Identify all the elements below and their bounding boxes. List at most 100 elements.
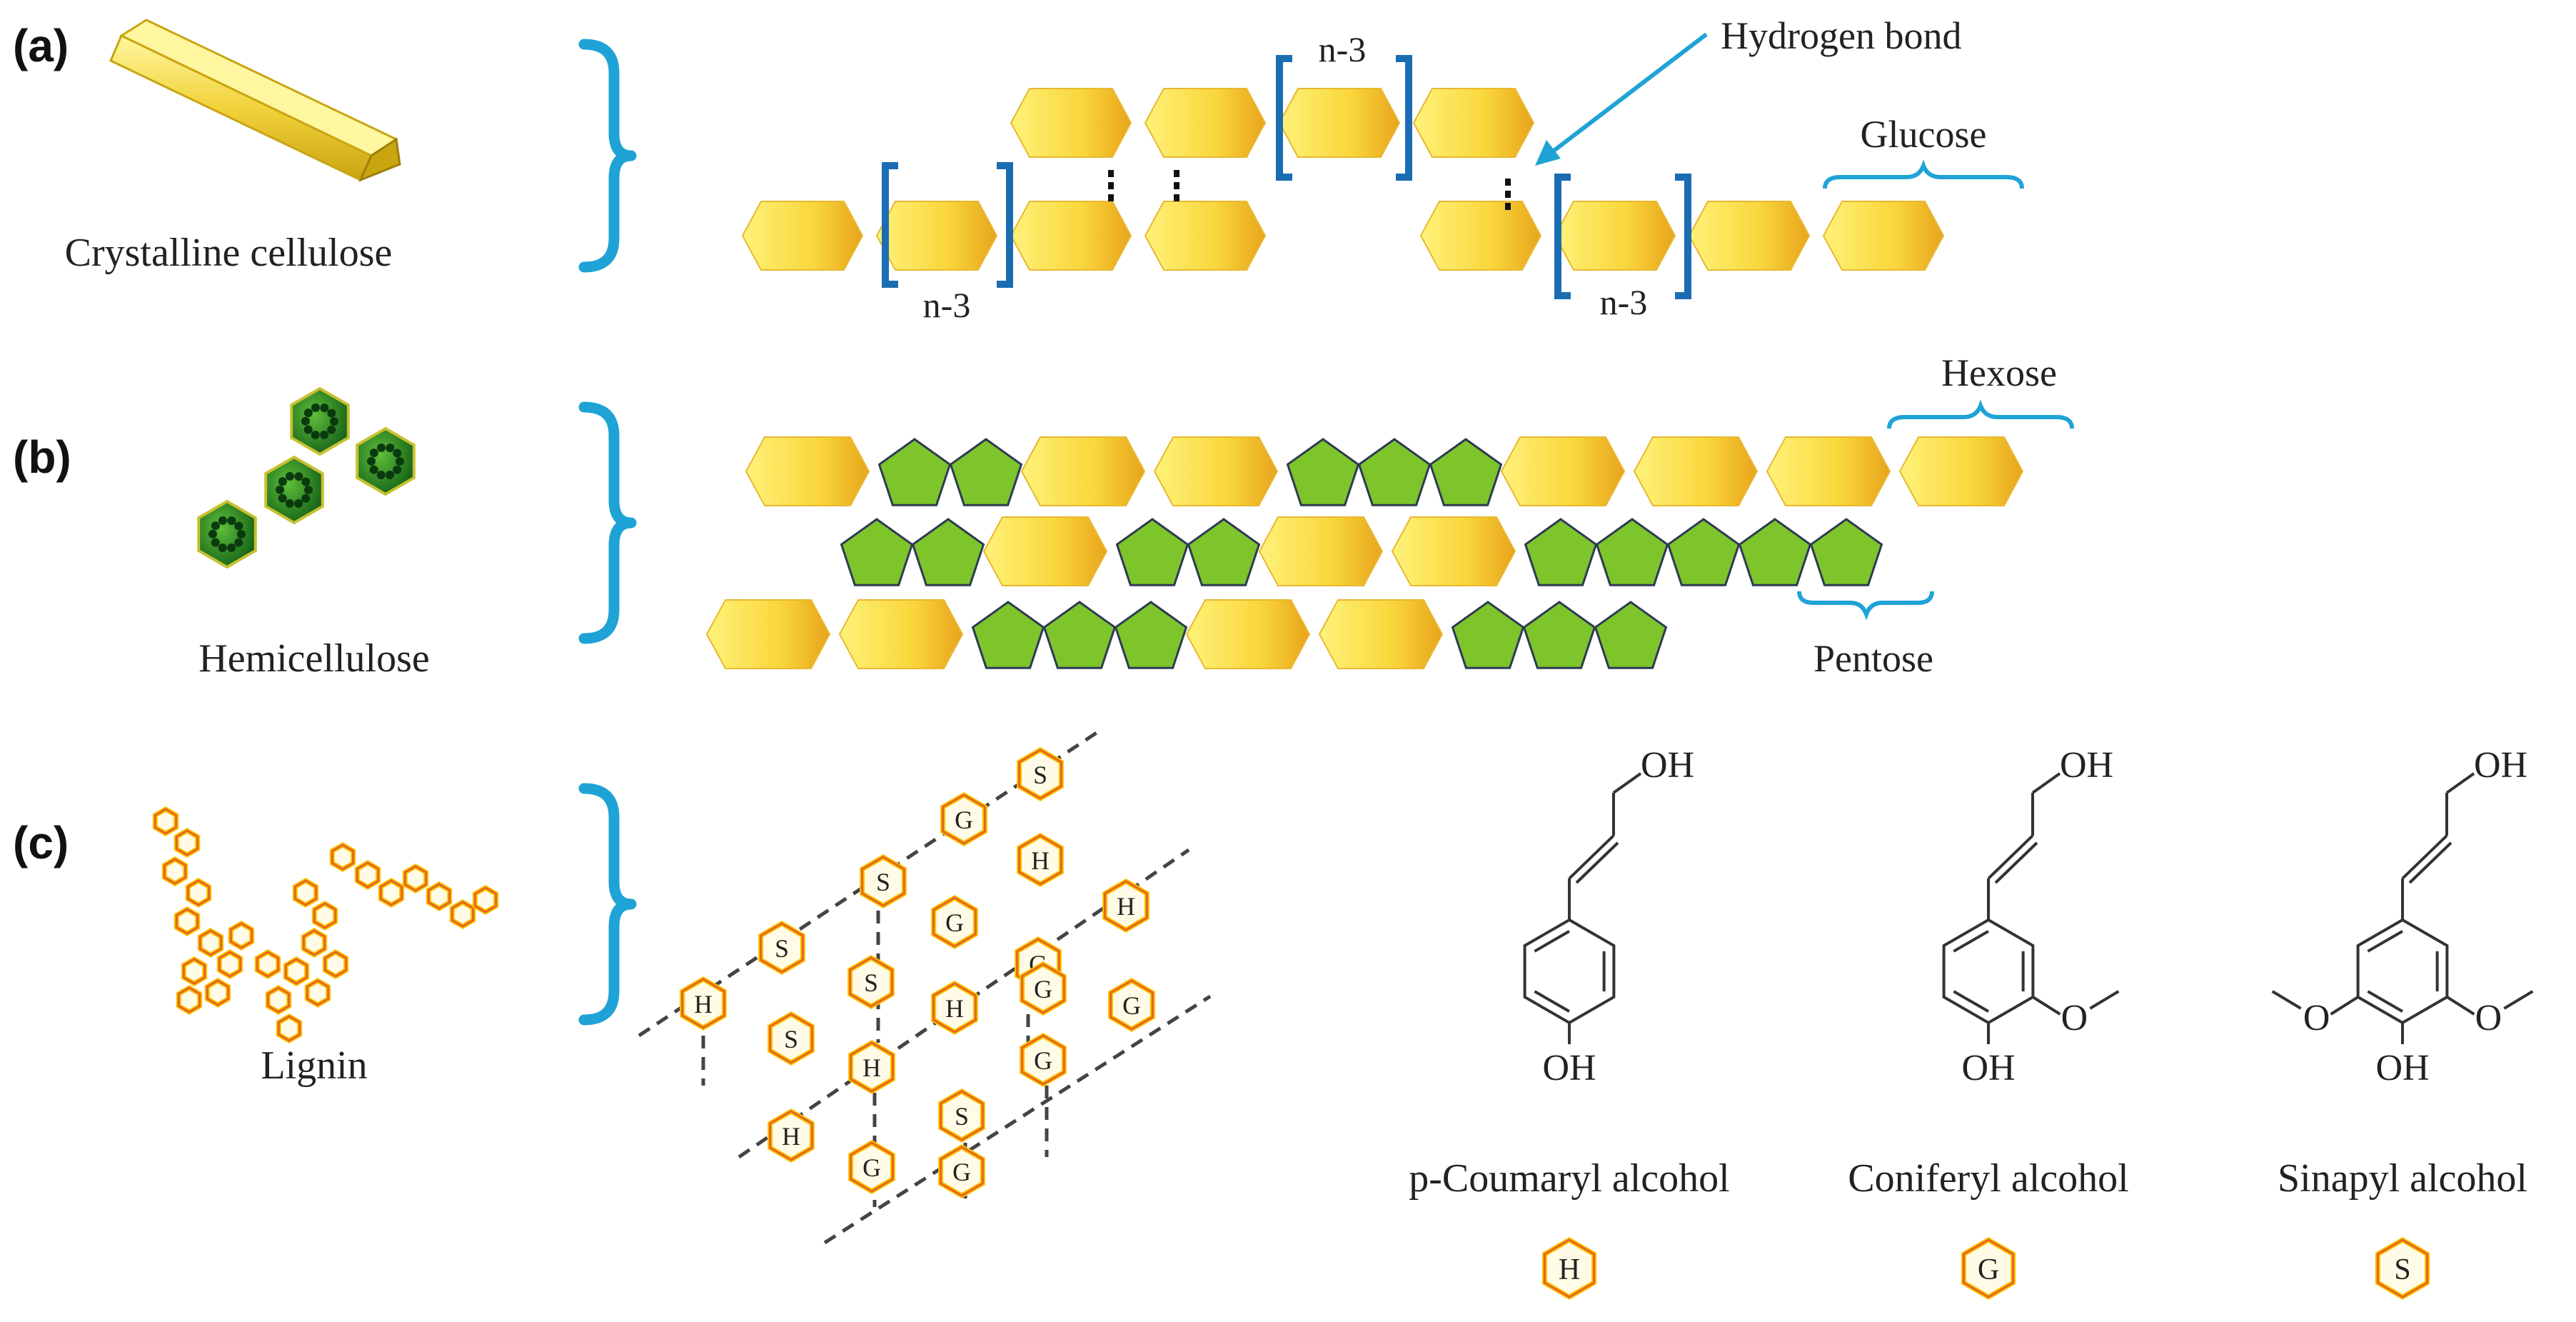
glucose-unit: [1278, 88, 1401, 158]
lignin-unit-letter: S: [876, 868, 890, 896]
lignin-unit-letter: G: [862, 1153, 881, 1182]
pentose-unit: [911, 518, 985, 586]
panel-c-caption: Lignin: [261, 1043, 367, 1088]
lignin-unit-letter: G: [1978, 1253, 1999, 1286]
repeat-label-top: n-3: [1319, 29, 1367, 69]
lignin-unit-letter: S: [775, 934, 789, 963]
lignin-unit-letter: G: [945, 908, 964, 937]
lignin-unit-letter: G: [1122, 991, 1141, 1020]
pentose-unit: [1115, 518, 1189, 586]
lignin-unit-letter: H: [1117, 892, 1135, 921]
lignin-unit-letter: G: [952, 1158, 971, 1186]
hemicellulose-chains: [705, 436, 2024, 669]
hexose-unit: [1898, 436, 2024, 506]
lignin-unit-H: H: [768, 1108, 815, 1163]
lignin-unit-G: G: [931, 894, 978, 950]
cellulose-rod-icon: [109, 19, 401, 182]
repeat-bracket-left: [882, 162, 1013, 288]
pentose-unit: [1429, 438, 1503, 506]
hexose-unit: [1020, 436, 1146, 506]
panel-b-brace: [578, 401, 637, 644]
panel-a-label: (a): [13, 20, 69, 71]
pentose-unit: [1357, 438, 1432, 506]
lignin-unit-H: H: [848, 1039, 895, 1095]
lignin-unit-H: H: [931, 980, 978, 1036]
glucose-unit: [741, 201, 864, 271]
hexose-label: Hexose: [1941, 351, 2057, 394]
glucose-unit: [1144, 201, 1267, 271]
glucose-unit: [1412, 88, 1535, 158]
monolignol-name: Coniferyl alcohol: [1848, 1156, 2128, 1201]
lignin-unit-G: G: [848, 1139, 895, 1195]
glucose-unit: [1419, 201, 1542, 271]
pentose-unit: [971, 601, 1045, 669]
panel-b-caption: Hemicellulose: [198, 636, 429, 681]
repeat-label-left: n-3: [923, 285, 971, 325]
lignin-unit-H: H: [1102, 878, 1149, 933]
hexose-brace: [1887, 399, 2074, 429]
pentose-unit: [1451, 601, 1525, 669]
monolignol-name: Sinapyl alcohol: [2278, 1156, 2527, 1201]
lignin-unit-S: S: [1017, 746, 1064, 802]
lignin-unit-letter: H: [1559, 1253, 1580, 1286]
lignin-unit-G: G: [1961, 1236, 2016, 1301]
hexose-unit: [838, 599, 964, 669]
pentose-unit: [1594, 601, 1668, 669]
hexose-unit: [1153, 436, 1279, 506]
panel-b-label: (b): [13, 431, 71, 483]
lignin-unit-S: S: [860, 853, 907, 909]
hydrogen-bond-markers: [1108, 170, 1511, 211]
glucose-unit: [1010, 88, 1132, 158]
lignin-unit-S: S: [768, 1011, 815, 1066]
pentose-unit: [1809, 518, 1883, 586]
cellulose-chains: [741, 88, 1945, 271]
hexose-unit: [982, 516, 1108, 586]
methoxy-oxygen-label: O: [2061, 998, 2088, 1038]
panel-b: (b) Hemicellulose Hexose Pentose: [13, 351, 2074, 681]
lignin-unit-S: S: [938, 1088, 985, 1143]
lignin-unit-H: H: [680, 976, 727, 1031]
lignin-unit-letter: S: [2394, 1253, 2410, 1286]
lignin-unit-S: S: [758, 920, 805, 976]
lignin-unit-H: H: [1541, 1236, 1597, 1301]
lignin-unit-letter: S: [864, 968, 878, 997]
lignin-unit-H: H: [1017, 832, 1064, 888]
pentose-unit: [1522, 601, 1596, 669]
hexose-unit: [1633, 436, 1759, 506]
hexose-unit: [745, 436, 870, 506]
hemicellulose-cluster-icon: [197, 386, 416, 569]
repeat-bracket-right: [1554, 174, 1691, 299]
hexose-unit: [1500, 436, 1626, 506]
pentose-unit: [877, 438, 952, 506]
hydrogen-bond-label: Hydrogen bond: [1721, 14, 1961, 57]
glucose-unit: [875, 201, 998, 271]
hydroxyl-bottom-label: OH: [1961, 1048, 2015, 1088]
hydroxyl-bottom-label: OH: [1542, 1048, 1596, 1088]
hydroxyl-top-label: OH: [2060, 745, 2113, 786]
lignin-unit-letter: S: [784, 1025, 798, 1053]
lignin-unit-letter: S: [1033, 761, 1047, 789]
hexose-unit: [1766, 436, 1891, 506]
lignin-unit-letter: G: [1034, 1046, 1052, 1075]
panel-a-caption: Crystalline cellulose: [65, 231, 393, 275]
pentose-unit: [1187, 518, 1261, 586]
pentose-brace: [1797, 591, 1934, 621]
repeat-bracket-top: [1276, 55, 1412, 181]
hydrogen-bond-pointer: [1535, 32, 1708, 166]
pentose-unit: [1595, 518, 1669, 586]
panel-c-label: (c): [13, 817, 69, 868]
hexose-unit: [1185, 599, 1311, 669]
lignin-unit-letter: S: [955, 1102, 969, 1131]
hydroxyl-bottom-label: OH: [2375, 1048, 2429, 1088]
lignin-chain-icon: [152, 806, 499, 1044]
glucose-unit: [1554, 201, 1676, 271]
lignin-unit-G: G: [940, 791, 987, 847]
pentose-unit: [1114, 601, 1188, 669]
glucose-unit: [1010, 201, 1132, 271]
hydroxyl-top-label: OH: [1641, 745, 1694, 786]
hexose-unit: [1258, 516, 1384, 586]
